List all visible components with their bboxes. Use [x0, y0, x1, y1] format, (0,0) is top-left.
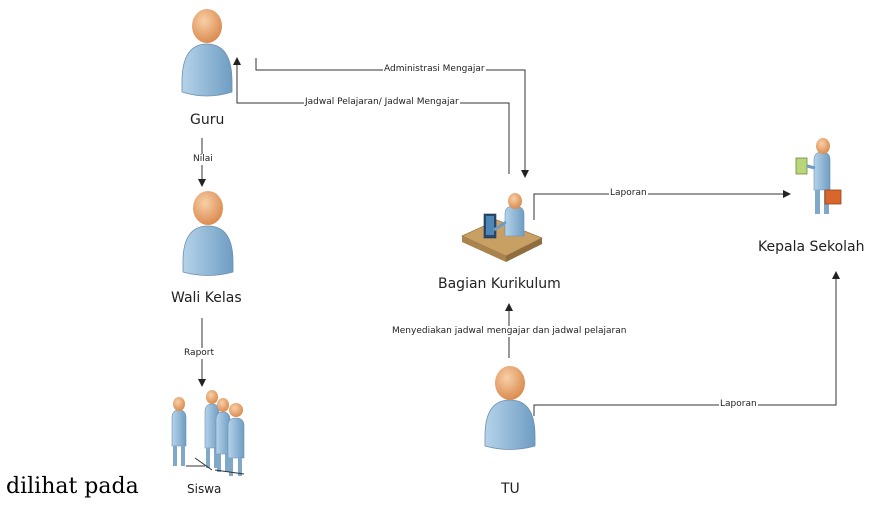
node-label-siswa: Siswa — [187, 482, 222, 496]
edge-laporan-tu — [533, 271, 840, 416]
edge-label-menyediakan-jadwal: Menyediakan jadwal mengajar dan jadwal p… — [391, 326, 628, 337]
edge-label-laporan-kurikulum: Laporan — [609, 188, 648, 199]
siswa-group-icon — [171, 390, 245, 476]
guru-person-icon — [181, 9, 233, 97]
kepala-sekolah-person-icon — [795, 138, 842, 214]
node-label-wali-kelas: Wali Kelas — [171, 290, 242, 306]
edge-label-laporan-tu: Laporan — [719, 399, 758, 410]
edge-laporan-kurikulum — [533, 190, 791, 220]
edge-label-nilai: Nilai — [192, 154, 214, 165]
edge-label-administrasi-mengajar: Administrasi Mengajar — [383, 64, 486, 75]
caption-text: dilihat pada — [6, 474, 139, 499]
node-label-tu: TU — [501, 481, 520, 497]
edge-administrasi-mengajar — [255, 58, 529, 178]
node-label-guru: Guru — [190, 112, 225, 128]
edge-label-jadwal-pelajaran: Jadwal Pelajaran/ Jadwal Mengajar — [304, 97, 460, 108]
tu-person-icon — [484, 366, 536, 450]
node-label-kepala-sekolah: Kepala Sekolah — [758, 239, 865, 255]
node-label-bagian-kurikulum: Bagian Kurikulum — [438, 276, 561, 292]
edge-label-raport: Raport — [183, 348, 216, 359]
edge-jadwal-pelajaran — [233, 57, 510, 174]
bagian-kurikulum-workstation-icon — [461, 193, 543, 262]
wali-kelas-person-icon — [182, 191, 234, 276]
